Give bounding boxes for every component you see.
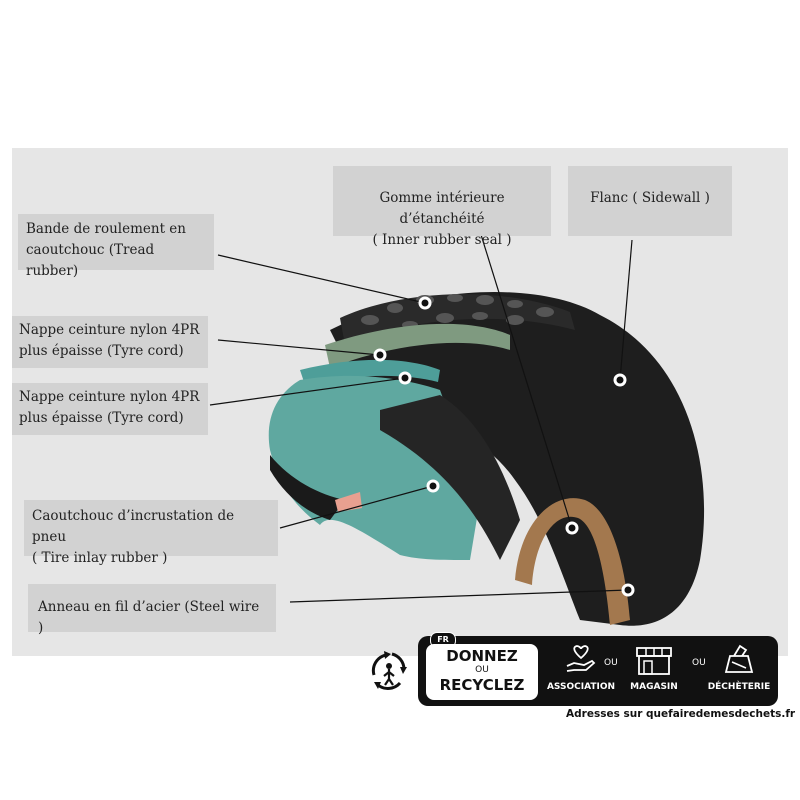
store-icon <box>636 647 672 675</box>
tyre-cord-layer-top <box>325 323 510 368</box>
association-label: ASSOCIATION <box>546 682 616 692</box>
ou-separator-2: OU <box>692 658 706 668</box>
decheterie-label: DÉCHÈTERIE <box>707 682 771 692</box>
magasin-label: MAGASIN <box>630 682 678 692</box>
bead-tan-ring <box>515 498 630 625</box>
recycling-center-icon <box>724 644 754 673</box>
label-steel-wire: Anneau en fil d’acier (Steel wire ) <box>28 584 276 636</box>
label-inner-rubber-seal: Gomme intérieure d’étanchéité( Inner rub… <box>333 166 551 248</box>
label-tire-inlay-rubber: Caoutchouc d’incrustation de pneu( Tire … <box>24 500 278 566</box>
heart-hand-icon <box>566 645 596 672</box>
leader-lines <box>209 224 633 603</box>
donnez-recyclez-box: DONNEZ OU RECYCLEZ <box>426 644 538 700</box>
inner-tube-dark <box>270 455 345 520</box>
recycle-badge: FR DONNEZ OU RECYCLEZ ASSOCIATION OU MAG… <box>418 632 778 706</box>
inner-wall-dark <box>380 395 520 560</box>
ou-separator-1: OU <box>604 658 618 668</box>
recycle-address-text: Adresses sur quefairedemesdechets.fr <box>566 708 796 720</box>
label-sidewall: Flanc ( Sidewall ) <box>568 166 732 236</box>
marker-dots <box>373 296 635 597</box>
triman-recycle-icon <box>371 651 407 690</box>
